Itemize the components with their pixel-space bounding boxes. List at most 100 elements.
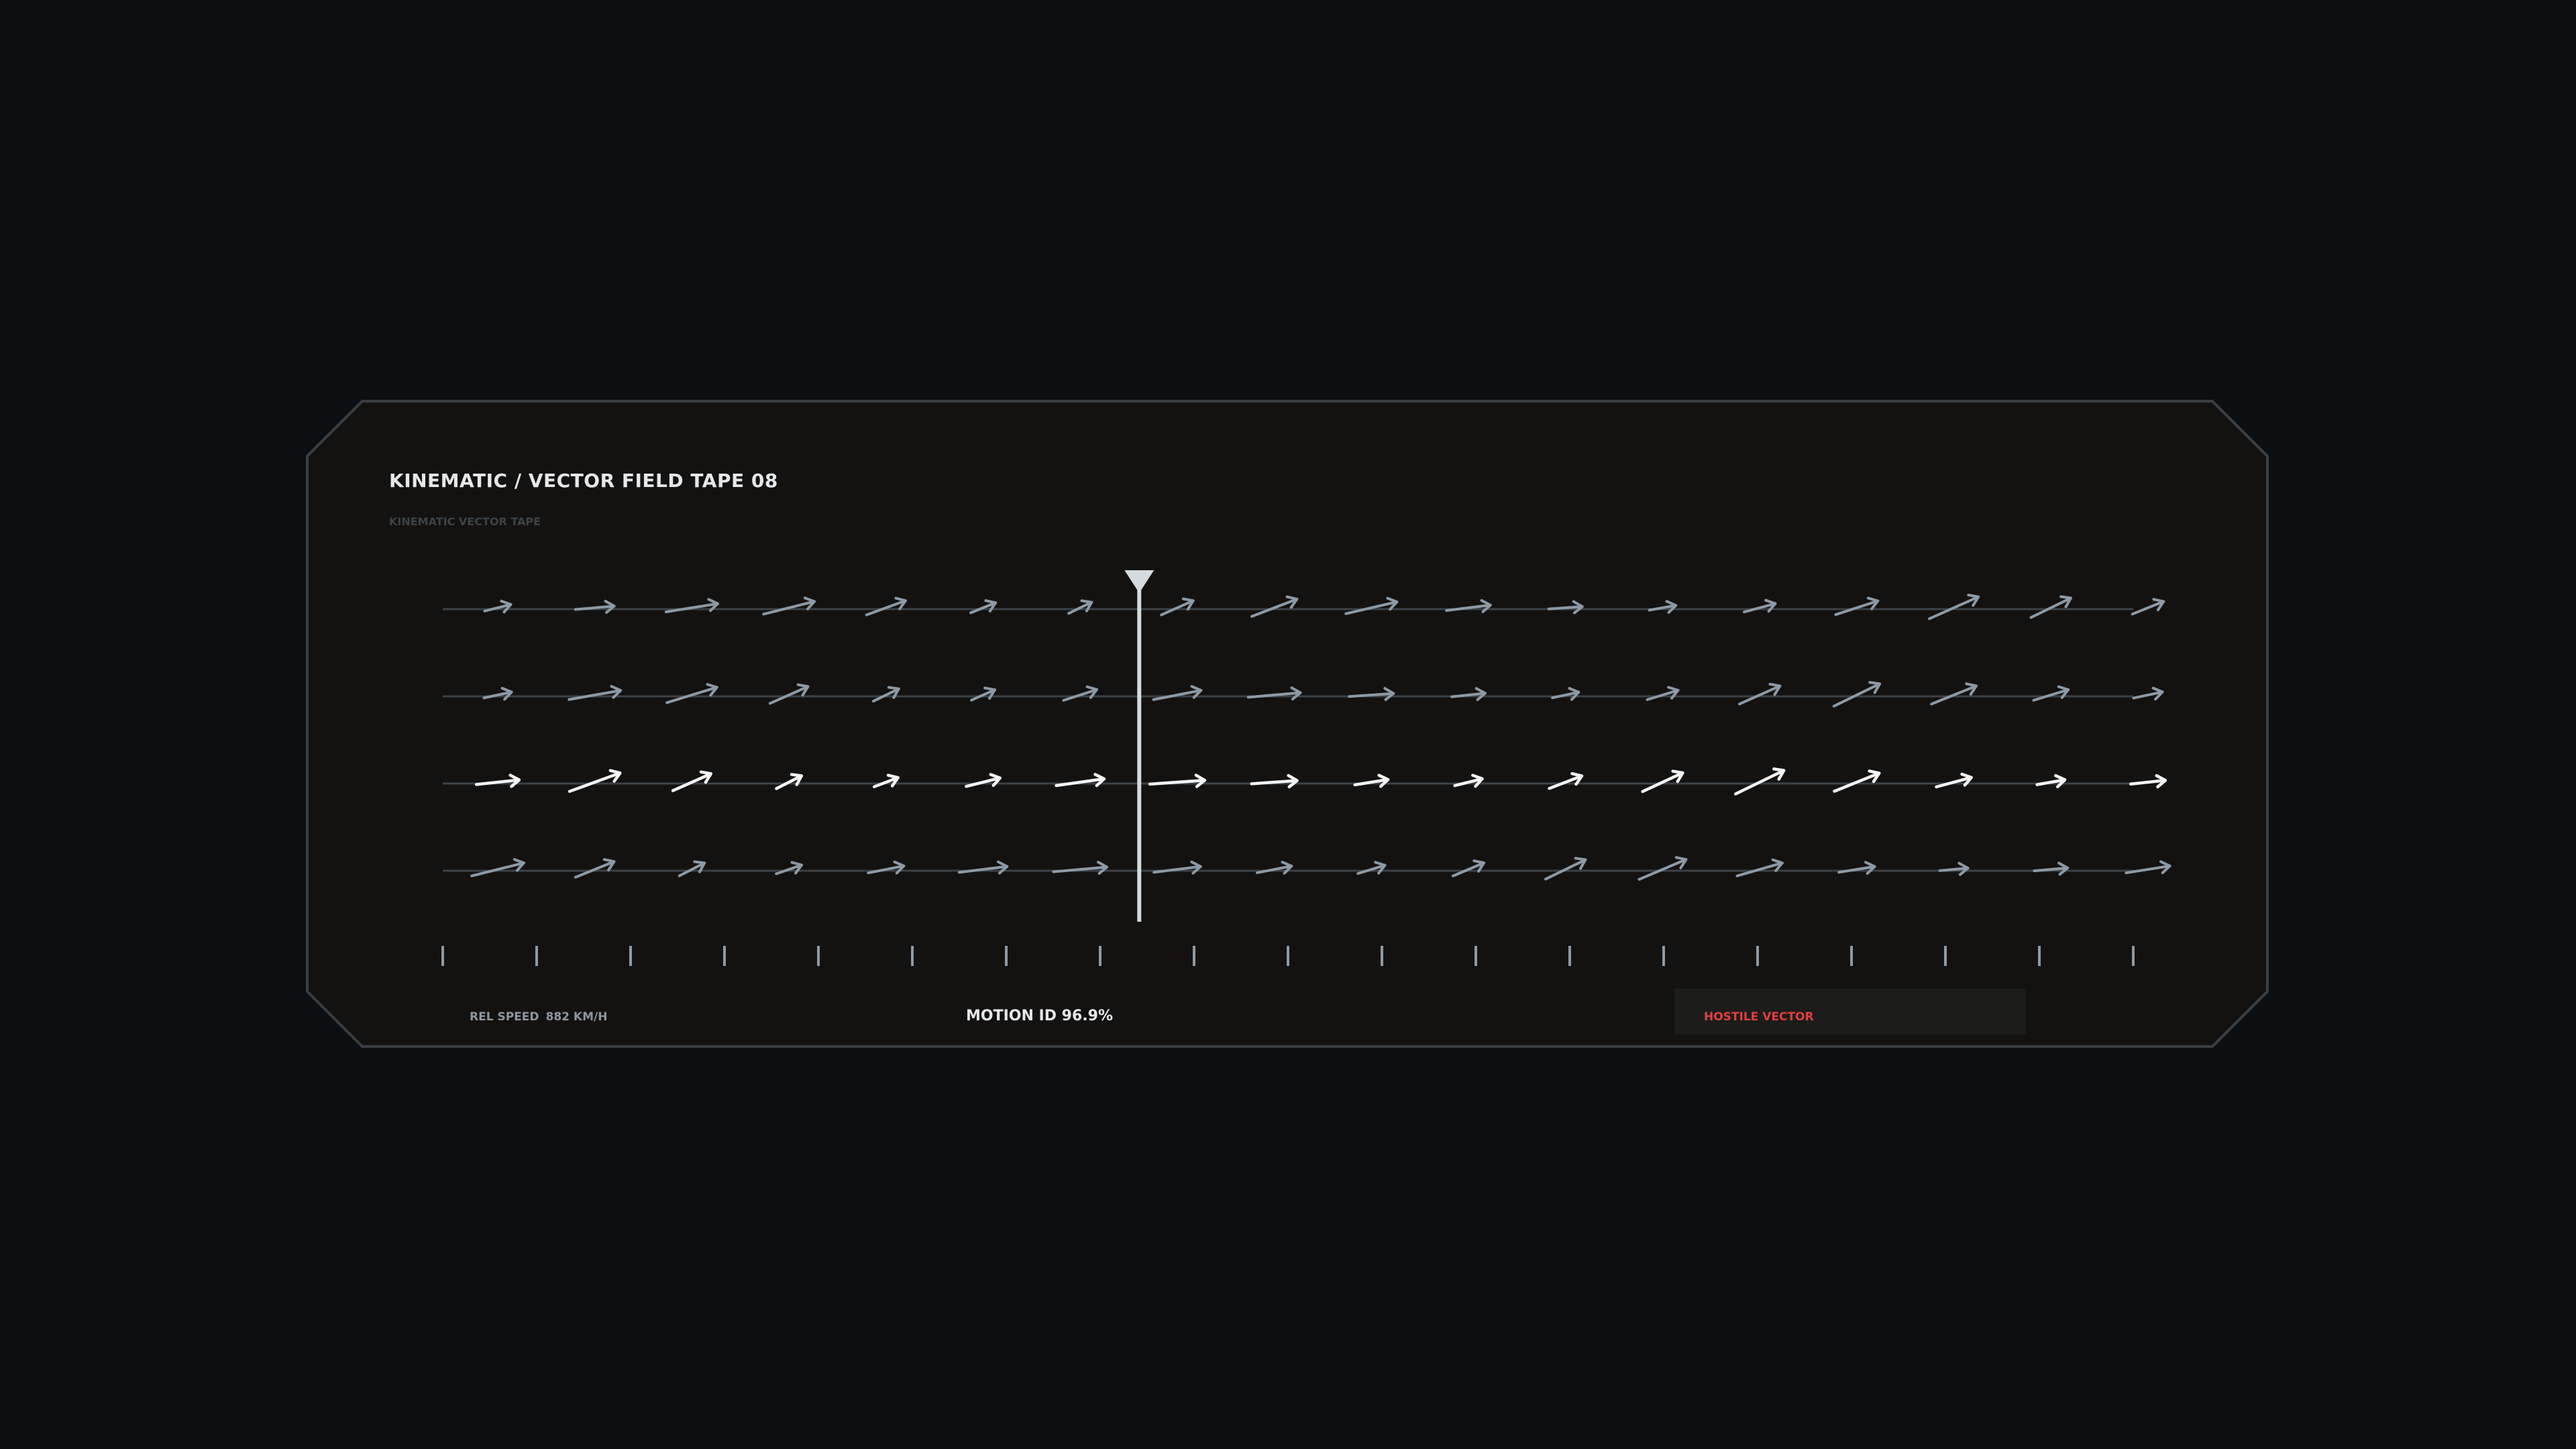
vector-head — [1568, 687, 1580, 701]
vector-shaft — [1742, 602, 1777, 614]
vector-shaft — [2129, 779, 2167, 786]
vector-head — [1190, 685, 1203, 699]
vector-shaft — [969, 601, 998, 614]
vector-shaft — [768, 685, 810, 705]
vector-shaft — [1256, 865, 1293, 874]
vector-shaft — [1832, 682, 1882, 708]
vector-shaft — [568, 689, 623, 701]
vector-shaft — [2125, 864, 2171, 875]
vector-arrow — [1733, 767, 1786, 796]
vector-arrow — [2035, 773, 2067, 789]
vector-arrow — [1551, 687, 1580, 701]
vector-head — [803, 596, 816, 610]
vector-head — [1671, 769, 1684, 784]
vector-arrow — [671, 770, 712, 792]
vector-head — [1667, 686, 1680, 700]
vector-shaft — [1250, 779, 1299, 786]
vector-shaft — [2033, 866, 2070, 873]
vector-shaft — [2132, 690, 2164, 700]
vector-arrow — [1833, 769, 1881, 793]
vector-arrow — [665, 683, 718, 704]
vector-arrow — [1148, 773, 1207, 788]
hostile-vector-badge[interactable] — [1674, 989, 2026, 1034]
vector-arrow — [1160, 597, 1195, 616]
vector-shaft — [470, 861, 525, 877]
vector-shaft — [1452, 861, 1486, 877]
vector-field — [470, 594, 2171, 881]
vector-shaft — [1733, 769, 1786, 796]
vector-shaft — [665, 686, 718, 704]
vector-arrow — [470, 858, 525, 877]
vector-arrow — [2032, 685, 2070, 702]
vector-arrow — [1250, 773, 1299, 789]
vector-head — [983, 686, 996, 700]
hostile-vector-label: HOSTILE VECTOR — [1704, 1010, 1814, 1024]
vector-arrow — [482, 686, 513, 701]
vector-head — [2155, 773, 2167, 789]
vector-head — [707, 598, 719, 612]
vector-head — [886, 773, 900, 788]
vector-shaft — [664, 602, 719, 614]
vector-head — [790, 773, 804, 786]
vector-arrow — [483, 599, 513, 614]
vector-shaft — [1453, 777, 1484, 788]
vector-arrow — [678, 860, 706, 877]
vector-head — [1093, 773, 1106, 788]
vector-head — [1190, 860, 1202, 875]
vector-head — [2054, 773, 2067, 789]
vector-arrow — [1834, 596, 1880, 616]
vector-shaft — [957, 865, 1009, 874]
vector-shaft — [1353, 777, 1390, 787]
vector-shaft — [872, 775, 900, 789]
vector-head — [1866, 596, 1880, 610]
vector-head — [1281, 861, 1293, 875]
vector-head — [602, 858, 616, 871]
vector-head — [1287, 773, 1299, 789]
vector-arrow — [1641, 769, 1684, 794]
vector-head — [1572, 600, 1584, 614]
vector-shaft — [1067, 600, 1093, 615]
vector-shaft — [1735, 861, 1784, 877]
vector-head — [1097, 861, 1109, 875]
vector-shaft — [2035, 778, 2067, 786]
vector-shaft — [1055, 777, 1106, 788]
vector-shaft — [1548, 774, 1584, 790]
vector-head — [1472, 859, 1486, 873]
vector-head — [1285, 595, 1299, 609]
vector-arrow — [1548, 771, 1584, 790]
vector-arrow — [1453, 773, 1484, 788]
vector-head — [2151, 686, 2164, 701]
vector-arrow — [2125, 860, 2171, 875]
vector-head — [1383, 687, 1395, 702]
vector-head — [1377, 773, 1390, 788]
vector-head — [1868, 769, 1881, 784]
vector-head — [2057, 861, 2070, 876]
vector-shaft — [474, 778, 521, 786]
vector-head — [508, 773, 521, 788]
vector-arrow — [1067, 599, 1093, 615]
vector-shaft — [1641, 771, 1684, 794]
timeline-ticks — [441, 946, 2135, 966]
playhead-scrubber[interactable] — [1124, 570, 1155, 922]
vector-arrow — [768, 683, 810, 705]
vector-shaft — [1544, 858, 1587, 881]
vector-shaft — [970, 688, 996, 702]
vector-arrow — [2129, 773, 2167, 789]
vector-arrow — [965, 773, 1002, 788]
panel-subtitle: KINEMATIC VECTOR TAPE — [389, 515, 541, 528]
vector-head — [796, 683, 810, 697]
vector-head — [500, 599, 513, 614]
vector-head — [894, 596, 907, 610]
vector-shaft — [1837, 865, 1876, 874]
vector-arrow — [1935, 772, 1973, 789]
vector-arrow — [1353, 773, 1390, 788]
vector-shaft — [1930, 684, 1978, 706]
vector-arrow — [957, 860, 1009, 875]
vector-head — [1570, 771, 1584, 786]
vector-arrow — [1544, 857, 1587, 881]
vector-shaft — [1646, 688, 1680, 702]
vector-shaft — [1648, 604, 1678, 612]
motion-id-readout: MOTION ID 96.9% — [966, 1008, 1113, 1024]
vector-shaft — [775, 774, 804, 790]
vector-arrow — [1152, 685, 1203, 701]
